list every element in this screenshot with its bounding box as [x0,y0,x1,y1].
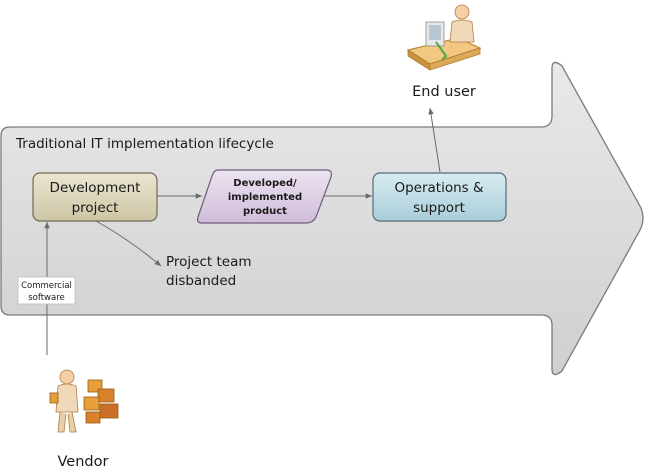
person-at-computer-icon [406,4,482,71]
commercial-software-label: Commercial software [17,276,76,305]
project-team-label-2: disbanded [166,273,236,289]
commercial-software-label-2: software [28,293,65,303]
end-user-label: End user [412,84,476,100]
arrow-operations-to-end-user [428,107,441,173]
person-with-boxes-icon [49,369,119,433]
developed-product-node: Developed/ implemented product [196,169,333,224]
vendor-label: Vendor [58,454,109,470]
developed-product-label-1: Developed/ [233,178,297,189]
development-project-label-1: Development [50,180,141,196]
commercial-software-label-1: Commercial [21,281,72,291]
lifecycle-arrow-shape [0,61,644,376]
development-project-node: Development project [32,172,158,222]
developed-product-label-2: implemented [228,192,302,203]
developed-product-label-3: product [243,206,287,217]
arrow-dev-to-team-disbanded [95,220,162,267]
operations-support-node: Operations & support [372,172,507,222]
operations-support-label-2: support [413,200,465,216]
development-project-label-2: project [72,200,119,216]
lifecycle-title: Traditional IT implementation lifecycle [15,136,274,152]
project-team-label-1: Project team [166,254,252,270]
operations-support-label-1: Operations & [394,180,484,196]
